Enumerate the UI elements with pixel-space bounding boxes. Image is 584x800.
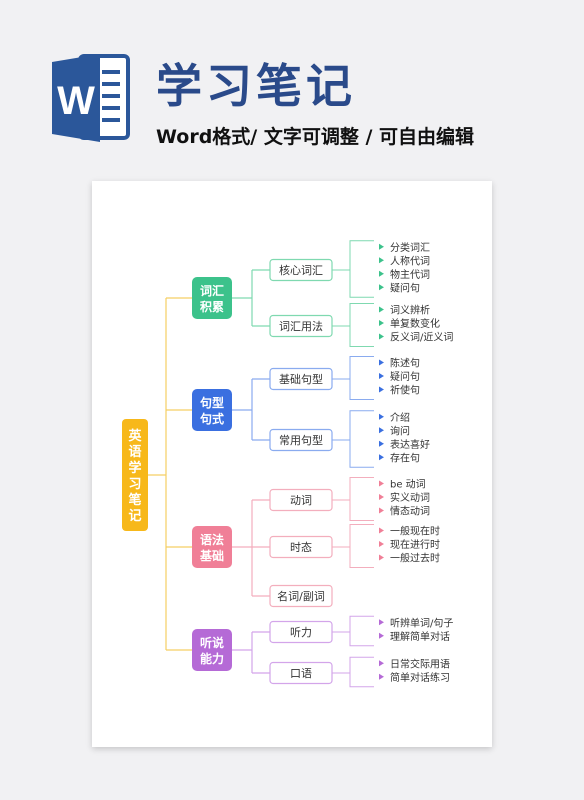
root-node: [122, 419, 148, 531]
arrow-icon: [379, 413, 384, 420]
branch-label: 能力: [200, 651, 224, 666]
leaf-label: 单复数变化: [390, 317, 440, 330]
arrow-icon: [379, 373, 384, 379]
arrow-icon: [379, 660, 384, 667]
leaf-label: 日常交际用语: [390, 657, 450, 670]
topic-label: 动词: [290, 494, 312, 507]
branch-node: [192, 526, 232, 568]
arrow-icon: [379, 527, 384, 534]
arrow-icon: [379, 673, 384, 680]
leaf-label: 存在句: [390, 451, 420, 464]
leaf-label: 一般现在时: [390, 525, 440, 538]
topic-label: 名词/副词: [277, 589, 325, 603]
branch-label: 听说: [200, 635, 224, 650]
word-logo-icon: W: [52, 54, 130, 142]
topic-label: 常用句型: [279, 433, 323, 447]
arrow-icon: [379, 333, 384, 340]
topic-label: 时态: [290, 541, 312, 554]
leaf-label: 祈使句: [390, 384, 420, 397]
branch-label: 基础: [199, 548, 224, 563]
root-label: 记: [128, 509, 141, 524]
topic-label: 口语: [290, 667, 312, 680]
arrow-icon: [379, 454, 384, 461]
arrow-icon: [379, 507, 384, 514]
branch-label: 积累: [200, 299, 224, 314]
bracket-line: [349, 615, 374, 647]
branch-node: [192, 629, 232, 671]
branch-label: 句型: [200, 395, 224, 410]
leaf-label: 表达喜好: [390, 438, 430, 451]
page-subtitle: Word格式/ 文字可调整 / 可自由编辑: [156, 126, 475, 148]
arrow-icon: [379, 427, 384, 434]
arrow-icon: [379, 494, 384, 500]
mind-map: 英语学习笔记词汇积累核心词汇分类词汇人称代词物主代词疑问句词汇用法词义辨析单复数…: [122, 240, 453, 688]
leaf-label: 听辨单词/句子: [390, 616, 453, 629]
root-label: 习: [128, 477, 141, 492]
arrow-icon: [379, 284, 384, 291]
branch-label: 句式: [200, 411, 224, 426]
arrow-icon: [379, 243, 384, 250]
bracket-line: [349, 656, 374, 688]
root-label: 英: [127, 428, 142, 444]
arrow-icon: [379, 306, 384, 313]
bracket-line: [349, 477, 374, 521]
topic-label: 词汇用法: [279, 319, 323, 333]
leaf-label: 询问: [390, 424, 410, 437]
root-label: 语: [128, 445, 141, 460]
leaf-label: 陈述句: [390, 357, 420, 370]
bracket-line: [349, 240, 374, 298]
branch-node: [192, 277, 232, 319]
leaf-label: 疑问句: [390, 370, 420, 383]
arrow-icon: [379, 632, 384, 639]
topic-label: 核心词汇: [279, 263, 323, 277]
arrow-icon: [379, 480, 384, 487]
leaf-label: 物主代词: [390, 268, 430, 281]
leaf-label: 反义词/近义词: [390, 331, 453, 344]
arrow-icon: [379, 440, 384, 447]
arrow-icon: [379, 320, 384, 326]
arrow-icon: [379, 270, 384, 277]
bracket-line: [349, 410, 374, 468]
arrow-icon: [379, 257, 384, 264]
branch-node: [192, 389, 232, 431]
arrow-icon: [379, 359, 384, 366]
root-label: 笔: [128, 492, 141, 508]
leaf-label: 理解简单对话: [390, 630, 450, 643]
leaf-label: 人称代词: [390, 254, 430, 267]
leaf-label: 简单对话练习: [390, 671, 450, 684]
arrow-icon: [379, 619, 384, 626]
leaf-label: 一般过去时: [390, 552, 440, 565]
leaf-label: 分类词汇: [390, 241, 430, 254]
root-label: 学: [128, 460, 141, 476]
leaf-label: 情态动词: [390, 505, 430, 518]
leaf-label: 实义动词: [390, 491, 430, 504]
arrow-icon: [379, 554, 384, 561]
leaf-label: 疑问句: [390, 281, 420, 294]
branch-label: 语法: [200, 532, 224, 547]
leaf-label: 现在进行时: [390, 538, 440, 551]
page-title: 学习笔记: [156, 59, 356, 113]
leaf-label: be 动词: [390, 479, 426, 491]
bracket-line: [349, 524, 374, 568]
bracket-line: [349, 303, 374, 347]
word-logo-letter: W: [57, 79, 95, 123]
arrow-icon: [379, 386, 384, 393]
branch-label: 词汇: [200, 284, 224, 298]
leaf-label: 介绍: [390, 411, 410, 424]
topic-label: 基础句型: [279, 372, 323, 386]
leaf-label: 词义辨析: [390, 304, 430, 317]
arrow-icon: [379, 541, 384, 547]
document-page: 英语学习笔记词汇积累核心词汇分类词汇人称代词物主代词疑问句词汇用法词义辨析单复数…: [92, 181, 492, 747]
bracket-line: [349, 356, 374, 400]
topic-node: [269, 584, 333, 608]
topic-label: 听力: [290, 626, 312, 639]
